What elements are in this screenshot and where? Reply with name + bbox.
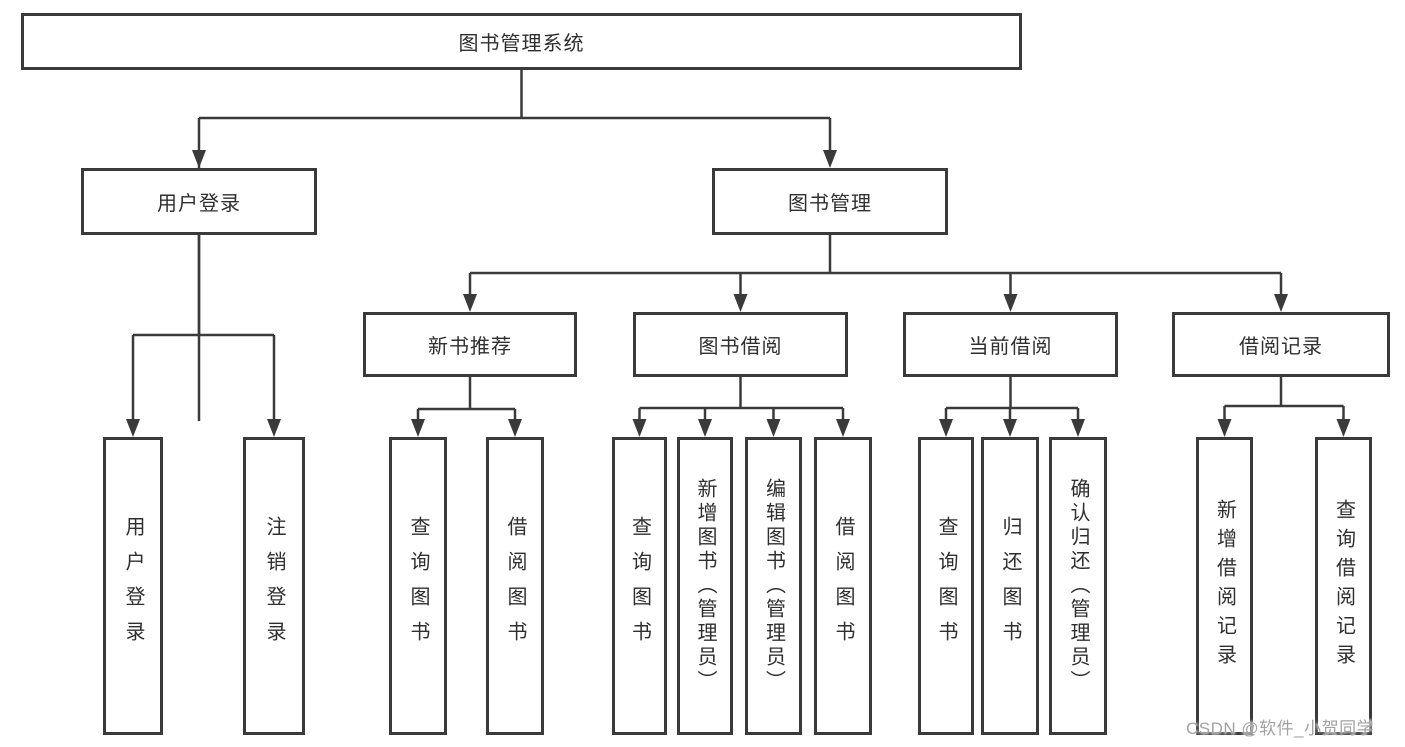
node-label: 用户登录 — [157, 193, 241, 215]
node-new-book-recommend: 新书推荐 — [363, 312, 577, 377]
node-label: 查询图书 — [407, 516, 429, 656]
node-book-borrow: 图书借阅 — [633, 312, 848, 377]
node-borrow-record: 借阅记录 — [1172, 312, 1390, 377]
node-book-management: 图书管理 — [712, 168, 948, 235]
node-label: 编辑图书（管理员） — [762, 478, 785, 694]
leaf-confirm-return-admin: 确认归还（管理员） — [1049, 437, 1107, 735]
leaf-edit-books-admin: 编辑图书（管理员） — [745, 437, 802, 735]
node-label: 借阅记录 — [1239, 336, 1323, 358]
leaf-add-books-admin: 新增图书（管理员） — [677, 437, 733, 735]
node-label: 查询借阅记录 — [1332, 499, 1355, 673]
node-label: 查询图书 — [935, 516, 957, 656]
leaf-query-borrow-record: 查询借阅记录 — [1315, 437, 1372, 735]
connector-bookborrow-children — [638, 377, 845, 422]
leaf-query-books-borrow: 查询图书 — [612, 437, 667, 735]
node-label: 新书推荐 — [428, 336, 512, 358]
connector-currentborrow-children — [944, 377, 1080, 422]
node-library-management-system: 图书管理系统 — [21, 13, 1022, 70]
node-label: 图书管理系统 — [458, 33, 585, 55]
leaf-add-borrow-record: 新增借阅记录 — [1196, 437, 1253, 735]
node-label: 新增图书（管理员） — [694, 478, 716, 694]
leaf-query-books-current: 查询图书 — [918, 437, 974, 735]
node-user-login: 用户登录 — [81, 168, 317, 235]
node-label: 确认归还（管理员） — [1067, 478, 1089, 694]
node-label: 当前借阅 — [968, 336, 1053, 358]
csdn-watermark: CSDN @软件_小贺同学 — [1186, 719, 1375, 738]
connector-bookmgmt-children — [468, 235, 1283, 297]
node-label: 查询图书 — [628, 516, 651, 656]
node-label: 注销登录 — [263, 516, 285, 656]
leaf-user-login: 用户登录 — [103, 437, 163, 735]
leaf-logout: 注销登录 — [243, 437, 305, 735]
node-label: 用户登录 — [122, 516, 144, 656]
node-label: 借阅图书 — [504, 516, 526, 656]
connector-borrowrecord-children — [1223, 377, 1345, 422]
node-label: 新增借阅记录 — [1213, 499, 1236, 673]
leaf-borrow-books: 借阅图书 — [814, 437, 872, 735]
leaf-query-books-recommend: 查询图书 — [389, 437, 447, 735]
connector-userlogin-children — [131, 235, 276, 422]
arrowheads — [126, 150, 1351, 437]
leaf-borrow-books-recommend: 借阅图书 — [486, 437, 544, 735]
node-label: 归还图书 — [999, 516, 1021, 656]
node-label: 图书管理 — [788, 193, 872, 215]
node-label: 借阅图书 — [832, 516, 854, 656]
node-label: 图书借阅 — [698, 336, 783, 358]
connector-root-to-level2 — [197, 70, 832, 421]
node-current-borrow: 当前借阅 — [903, 312, 1118, 377]
connector-newbook-children — [416, 377, 517, 422]
leaf-return-books: 归还图书 — [981, 437, 1039, 735]
